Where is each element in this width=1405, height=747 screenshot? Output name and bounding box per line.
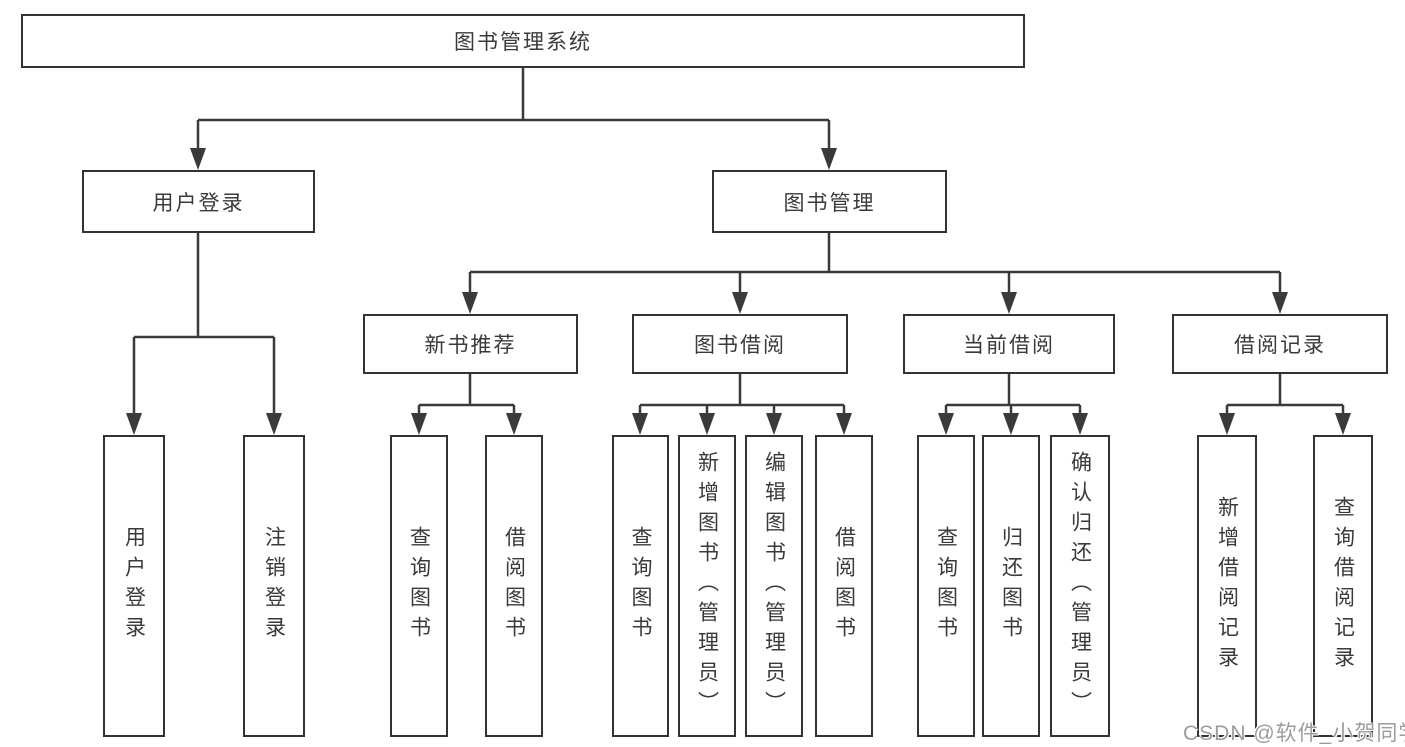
root-box-library-management-system: 图书管理系统: [21, 14, 1025, 68]
leaf-box-query-books-recommend: 查询图书: [390, 435, 448, 737]
leaf-box-borrow-books-recommend: 借阅图书: [485, 435, 543, 737]
leaf-box-query-borrow-record: 查询借阅记录: [1313, 435, 1373, 737]
level3-box-book-borrow: 图书借阅: [632, 314, 848, 374]
arrowheads: [126, 148, 1351, 435]
leaf-label: 编辑图书（管理员）: [762, 451, 786, 721]
leaf-box-add-books-admin: 新增图书（管理员）: [678, 435, 736, 737]
level3-box-current-borrow: 当前借阅: [903, 314, 1115, 374]
leaf-label: 查询图书: [407, 526, 431, 646]
level2-box-user-login: 用户登录: [82, 170, 315, 233]
leaf-label: 新增图书（管理员）: [695, 451, 719, 721]
leaf-box-query-books-current: 查询图书: [917, 435, 975, 737]
level3-box-borrow-records: 借阅记录: [1172, 314, 1388, 374]
level3-box-new-book-recommend: 新书推荐: [363, 314, 578, 374]
leaf-box-user-login: 用户登录: [103, 435, 165, 737]
leaf-label: 查询图书: [629, 526, 652, 646]
leaf-label: 新增借阅记录: [1215, 496, 1239, 676]
level2-box-book-management: 图书管理: [712, 170, 947, 233]
leaf-label: 借阅图书: [832, 526, 856, 646]
leaf-label: 查询借阅记录: [1331, 496, 1355, 676]
leaf-box-query-books-borrow: 查询图书: [612, 435, 669, 737]
leaf-label: 借阅图书: [502, 526, 526, 646]
leaf-label: 注销登录: [262, 526, 286, 646]
leaf-label: 用户登录: [122, 526, 146, 646]
leaf-box-return-books: 归还图书: [982, 435, 1040, 737]
leaf-label: 归还图书: [999, 526, 1023, 646]
leaf-label: 查询图书: [934, 526, 958, 646]
leaf-box-edit-books-admin: 编辑图书（管理员）: [745, 435, 803, 737]
leaf-label: 确认归还（管理员）: [1068, 451, 1092, 721]
csdn-watermark: CSDN @软件_小贺同学: [1183, 722, 1405, 745]
leaf-box-borrow-books: 借阅图书: [815, 435, 873, 737]
leaf-box-confirm-return-admin: 确认归还（管理员）: [1050, 435, 1110, 737]
leaf-box-add-borrow-record: 新增借阅记录: [1197, 435, 1257, 737]
leaf-box-logout: 注销登录: [243, 435, 305, 737]
